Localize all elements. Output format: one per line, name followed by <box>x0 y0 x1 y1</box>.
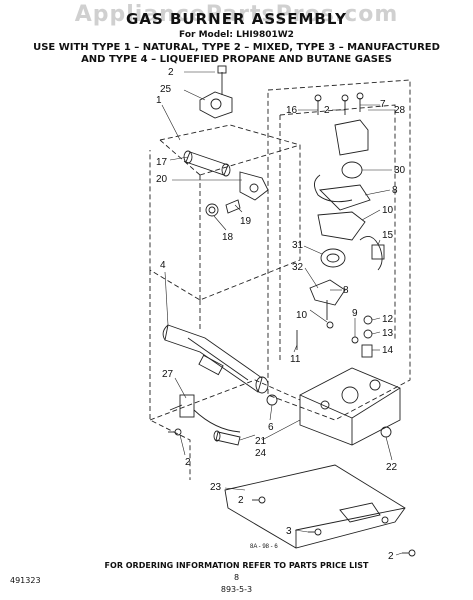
part-label: 15 <box>382 230 394 241</box>
part-label: 18 <box>222 232 234 243</box>
part-label: 14 <box>382 345 394 356</box>
part-gas-valve-body <box>299 367 401 446</box>
part-label: 4 <box>160 260 166 271</box>
part-coil-31 <box>320 248 346 268</box>
part-label: 2 <box>324 105 330 116</box>
part-label: 31 <box>292 240 304 251</box>
part-label: 24 <box>255 448 267 459</box>
page-number: 8 <box>233 573 240 582</box>
gas-type-note-line2: AND TYPE 4 – LIQUEFIED PROPANE AND BUTAN… <box>81 54 392 65</box>
left-lower-enclosure <box>149 270 301 480</box>
watermark: AppliancePartsPros.com <box>74 2 399 27</box>
part-label: 28 <box>394 105 406 116</box>
page-footer: 893-5-3 <box>220 585 253 594</box>
part-igniter-21 <box>213 430 241 446</box>
part-orifice-18-19 <box>205 199 241 217</box>
part-bracket-20 <box>239 171 269 201</box>
part-label: 13 <box>382 328 394 339</box>
part-label: 2 <box>168 67 174 78</box>
part-label: 2 <box>238 495 244 506</box>
part-screws-9-10-11 <box>296 321 359 350</box>
frame-reference: 8A - 98 - 6 <box>250 544 278 550</box>
right-valve-enclosure <box>267 79 411 421</box>
part-label: 16 <box>286 105 298 116</box>
part-coil-30 <box>314 119 369 203</box>
part-label: 7 <box>380 99 386 110</box>
part-label: 2 <box>388 551 394 562</box>
part-bracket-8-10 <box>317 184 371 241</box>
part-label: 10 <box>382 205 394 216</box>
part-label: 6 <box>268 422 274 433</box>
part-label: 10 <box>296 310 308 321</box>
part-label: 30 <box>394 165 406 176</box>
document-stamp: 491323 <box>10 576 41 585</box>
part-label: 17 <box>156 157 168 168</box>
part-label: 12 <box>382 314 394 325</box>
part-label: 25 <box>160 84 172 95</box>
part-label: 22 <box>386 462 398 473</box>
part-label: 1 <box>156 95 162 106</box>
gas-type-note-line1: USE WITH TYPE 1 – NATURAL, TYPE 2 – MIXE… <box>33 42 440 53</box>
part-label: 23 <box>210 482 222 493</box>
part-label: 3 <box>286 526 292 537</box>
part-wire-harness-15 <box>359 235 385 271</box>
part-label: 32 <box>292 262 304 273</box>
ordering-note: FOR ORDERING INFORMATION REFER TO PARTS … <box>104 561 369 570</box>
part-label: 19 <box>240 216 252 227</box>
left-upper-enclosure <box>149 124 301 301</box>
part-label: 2 <box>185 457 191 468</box>
part-label: 21 <box>255 436 267 447</box>
part-sensor-27 <box>169 394 241 433</box>
model-number: For Model: LHI9801W2 <box>179 30 294 40</box>
part-bracket-25 <box>199 65 233 119</box>
part-label: 8 <box>392 185 398 196</box>
part-label: 9 <box>352 308 358 319</box>
diagram-title: GAS BURNER ASSEMBLY <box>126 10 347 28</box>
part-coil-32 <box>309 279 346 320</box>
part-igniter-17 <box>183 150 231 177</box>
part-label: 20 <box>156 174 168 185</box>
part-labels: 2 25 1 17 20 19 18 4 27 2 6 21 24 16 2 7… <box>156 67 406 562</box>
part-burner-tube <box>162 324 269 394</box>
part-mounting-bracket-23 <box>224 464 406 549</box>
part-label: 27 <box>162 369 174 380</box>
part-screws-top <box>314 92 364 115</box>
part-fittings-12-13-14 <box>361 315 373 358</box>
part-screws-lower <box>168 428 416 557</box>
part-label: 11 <box>290 354 301 365</box>
part-label: 8 <box>343 285 349 296</box>
leader-lines <box>161 71 403 556</box>
